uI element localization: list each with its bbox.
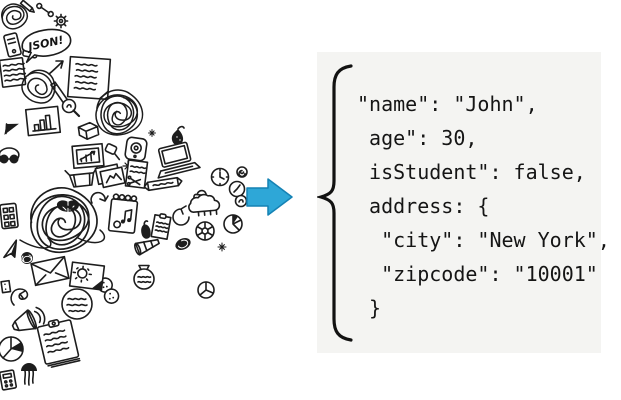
curly-arrow-icon (10, 288, 29, 306)
pie-chart-icon (0, 336, 24, 362)
paper-plane-icon (3, 239, 18, 259)
envelope-icon (30, 255, 70, 287)
code-line: age": 30, (357, 126, 478, 150)
sparkle-icon (217, 242, 227, 252)
wheel-icon (195, 221, 215, 241)
curly-brace-icon: { (317, 64, 353, 342)
document-icon (0, 56, 27, 88)
paper-plane-icon (4, 123, 19, 135)
code-line: isStudent": false, (357, 160, 586, 184)
cube-icon (77, 121, 100, 141)
jellyfish-icon (21, 363, 37, 386)
doodle-collage: JSON! (0, 0, 248, 391)
phone-icon (3, 32, 22, 58)
sparkle-icon (148, 129, 156, 137)
code-line: "name": "John", (357, 92, 538, 116)
megaphone-icon (11, 306, 46, 332)
notepad-icon (107, 193, 139, 234)
code-line: "city": "New York", (357, 228, 610, 252)
calculator-icon (0, 369, 18, 391)
code-line: address: { (357, 194, 490, 218)
gear-icon (53, 13, 69, 29)
json-code-block: "name": "John", age": 30, isStudent": fa… (357, 87, 610, 325)
pie-clock-icon (223, 214, 243, 234)
open-box-icon (64, 166, 98, 188)
clipboard-icon (150, 213, 172, 241)
camera-icon (124, 136, 148, 162)
money-bag-icon (133, 264, 155, 290)
shell-icon (175, 237, 191, 251)
speech-bubble-icon: JSON! (21, 28, 72, 64)
dark-scribble-icon (21, 252, 33, 264)
dominoes-icon (0, 279, 12, 294)
clipboard-icon (36, 319, 81, 368)
pie-chart-icon (197, 281, 215, 299)
binoculars-icon (0, 147, 20, 164)
code-line: } (357, 296, 382, 320)
wrench-icon (36, 2, 54, 18)
magnifier-icon (61, 98, 81, 118)
ribbon-icon (143, 176, 183, 192)
math-circle-icon (61, 288, 93, 320)
arrow-up-right-icon (48, 60, 64, 75)
mega-scribble-icon (19, 183, 106, 261)
picture-frame-icon (68, 261, 106, 291)
circular-arrow-icon (172, 205, 190, 226)
scribble-ball-icon (0, 3, 29, 30)
json-code-panel: { "name": "John", age": 30, isStudent": … (317, 52, 610, 353)
poster-scissors-icon (124, 159, 149, 189)
strawberry-icon (171, 125, 185, 146)
photo-frames-icon (94, 163, 126, 189)
clock-icon (228, 180, 246, 198)
grid-phone-icon (0, 202, 19, 230)
mallet-icon (104, 143, 121, 161)
funnel-icon (134, 238, 160, 256)
code-line: "zipcode": "10001" (357, 262, 598, 286)
cloud-icon (188, 193, 221, 217)
pepper-icon (141, 220, 151, 239)
recycle-arrow-icon (90, 191, 109, 204)
at-circle-icon (236, 166, 248, 178)
pencil-tip-icon (19, 0, 35, 13)
sticky-note-icon (66, 55, 112, 101)
bar-chart-icon (24, 105, 62, 137)
monitor-chart-icon (71, 142, 105, 170)
clock-icon (210, 167, 230, 187)
transform-arrow-icon (246, 178, 293, 216)
laptop-icon (157, 141, 201, 179)
